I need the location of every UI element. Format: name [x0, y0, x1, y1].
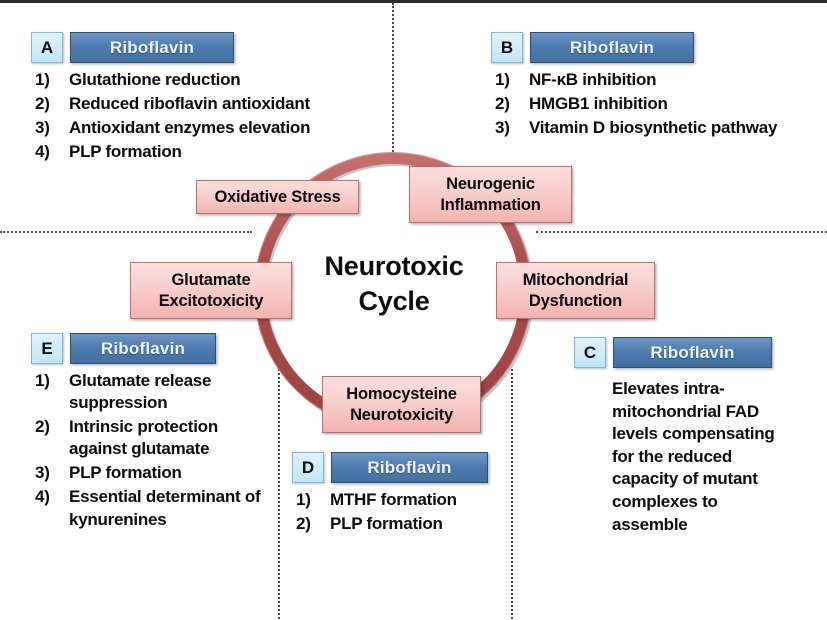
list-item: MTHF formation	[296, 489, 457, 511]
panel-e-list: Glutamate release suppression Intrinsic …	[31, 370, 266, 531]
list-item: Glutamate release suppression	[35, 370, 212, 413]
node-homocysteine-neurotoxicity[interactable]: Homocysteine Neurotoxicity	[322, 376, 481, 433]
list-item: NF-κB inhibition	[495, 69, 657, 91]
panel-c-paragraph: Elevates intra-mitochondrial FAD levels …	[612, 379, 775, 534]
list-item: Vitamin D biosynthetic pathway	[495, 117, 778, 139]
node-oxidative-stress-label: Oxidative Stress	[214, 187, 341, 206]
panel-e-header: E Riboflavin	[31, 333, 216, 364]
panel-b-letter-badge: B	[491, 32, 523, 63]
list-item: PLP formation	[35, 462, 182, 484]
node-neurogenic-inflammation-line-1: Neurogenic	[446, 175, 535, 194]
page-title: Neurotoxic Cycle	[294, 249, 494, 318]
panel-b-header: B Riboflavin	[491, 32, 694, 63]
node-mitochondrial-dysfunction[interactable]: Mitochondrial Dysfunction	[496, 262, 655, 319]
cycle-title-line-2: Cycle	[358, 285, 430, 316]
list-item: Essential determinant of kynurenines	[35, 486, 261, 529]
node-neurogenic-inflammation-line-2: Inflammation	[440, 195, 541, 214]
panel-d-riboflavin-box[interactable]: Riboflavin	[331, 452, 488, 483]
cycle-title-line-1: Neurotoxic	[324, 251, 464, 281]
node-mitochondrial-dysfunction-line-2: Dysfunction	[528, 291, 623, 310]
divider-horizontal-right	[536, 231, 827, 233]
list-item: HMGB1 inhibition	[495, 93, 668, 115]
panel-b: B Riboflavin NF-κB inhibition HMGB1 inhi…	[491, 32, 811, 141]
panel-a: A Riboflavin Glutathione reduction Reduc…	[31, 32, 381, 165]
divider-vertical-bottom-right	[511, 369, 513, 620]
node-glutamate-excitotoxicity-line-1: Glutamate	[171, 271, 251, 290]
panel-b-list: NF-κB inhibition HMGB1 inhibition Vitami…	[491, 69, 811, 139]
panel-d-header: D Riboflavin	[292, 452, 488, 483]
panel-c: C Riboflavin Elevates intra-mitochondria…	[574, 337, 784, 536]
node-oxidative-stress[interactable]: Oxidative Stress	[196, 180, 359, 214]
panel-d-list: MTHF formation PLP formation	[292, 489, 512, 535]
list-item: Intrinsic protection against glutamate	[35, 416, 218, 459]
panel-c-letter-badge: C	[574, 337, 606, 368]
panel-b-riboflavin-box[interactable]: Riboflavin	[530, 32, 694, 63]
list-item: PLP formation	[296, 513, 443, 535]
divider-vertical-bottom-left	[278, 369, 280, 620]
panel-d-letter-badge: D	[292, 452, 324, 483]
node-homocysteine-neurotoxicity-line-1: Homocysteine	[346, 385, 457, 404]
panel-d: D Riboflavin MTHF formation PLP formatio…	[292, 452, 512, 537]
node-homocysteine-neurotoxicity-line-2: Neurotoxicity	[350, 405, 453, 424]
divider-horizontal-left	[0, 231, 252, 233]
list-item: Antioxidant enzymes elevation	[35, 117, 311, 139]
node-mitochondrial-dysfunction-line-1: Mitochondrial	[522, 271, 629, 290]
panel-c-header: C Riboflavin	[574, 337, 772, 368]
panel-e-riboflavin-box[interactable]: Riboflavin	[70, 333, 216, 364]
panel-e-letter-badge: E	[31, 333, 63, 364]
panel-a-list: Glutathione reduction Reduced riboflavin…	[31, 69, 381, 163]
divider-vertical-top	[392, 3, 394, 159]
panel-a-letter-badge: A	[31, 32, 63, 63]
panel-c-riboflavin-box[interactable]: Riboflavin	[613, 337, 772, 368]
panel-e: E Riboflavin Glutamate release suppressi…	[31, 333, 271, 533]
list-item: Reduced riboflavin antioxidant	[35, 93, 310, 115]
panel-a-riboflavin-box[interactable]: Riboflavin	[70, 32, 234, 63]
list-item: PLP formation	[35, 141, 182, 163]
node-glutamate-excitotoxicity-line-2: Excitotoxicity	[158, 291, 264, 310]
panel-a-header: A Riboflavin	[31, 32, 234, 63]
list-item: Glutathione reduction	[35, 69, 241, 91]
node-neurogenic-inflammation[interactable]: Neurogenic Inflammation	[409, 166, 572, 223]
node-glutamate-excitotoxicity[interactable]: Glutamate Excitotoxicity	[130, 262, 292, 319]
